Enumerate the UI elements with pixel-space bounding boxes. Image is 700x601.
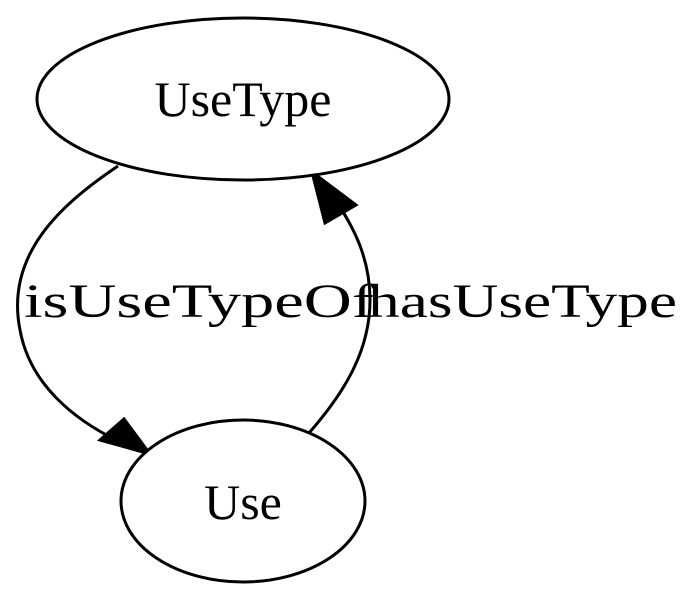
- arrowhead-to-use: [96, 416, 154, 457]
- arrowhead-to-usetype: [309, 168, 359, 226]
- node-use-shape: [119, 418, 367, 584]
- edge-path-isusetypeof: [16, 164, 119, 443]
- node-usetype-label: UseType: [154, 71, 331, 127]
- node-use: Use: [119, 418, 367, 584]
- edge-label-hasusetype: hasUseType: [368, 275, 677, 328]
- edge-use-to-usetype: [307, 168, 372, 434]
- edge-path-hasusetype: [307, 203, 372, 434]
- node-usetype: UseType: [35, 16, 451, 182]
- edge-label-isusetypeof: isUseTypeOf: [24, 275, 374, 328]
- node-usetype-shape: [35, 16, 451, 182]
- edge-usetype-to-use: [16, 164, 154, 457]
- node-use-label: Use: [204, 474, 282, 530]
